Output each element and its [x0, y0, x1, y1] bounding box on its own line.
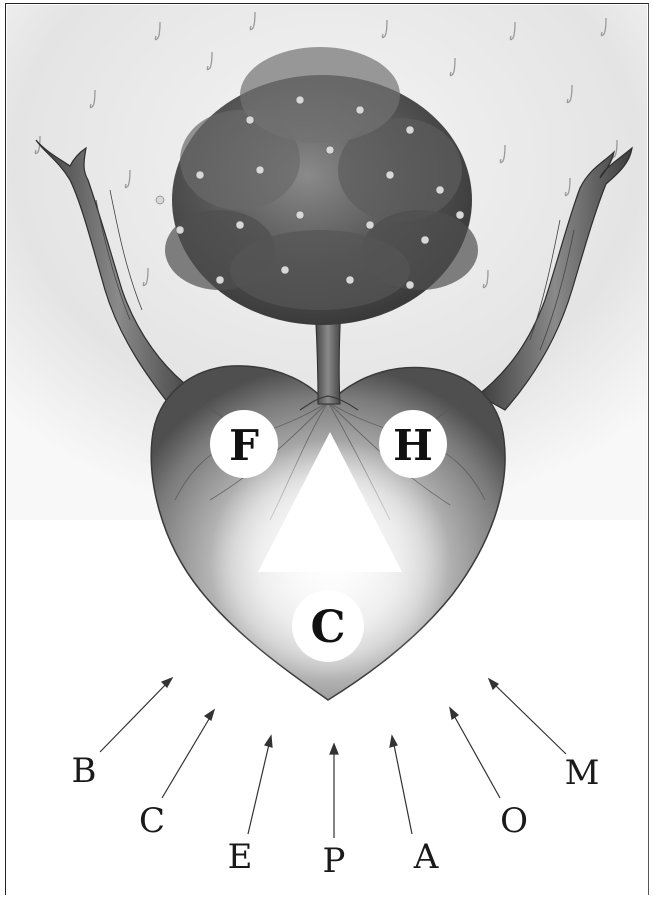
arrow-label-e: E [228, 837, 253, 877]
arrow-label-p: P [323, 841, 346, 881]
arrow-label-b: B [72, 751, 97, 791]
arrow-label-m: M [565, 753, 600, 793]
arrow-label-c: C [139, 801, 165, 841]
arrow-label-a: A [413, 837, 439, 877]
heart-label-c: C [310, 602, 345, 653]
heart-label-h: H [393, 421, 433, 470]
heart-label-f: F [229, 421, 259, 470]
arrow-label-o: O [500, 801, 528, 841]
